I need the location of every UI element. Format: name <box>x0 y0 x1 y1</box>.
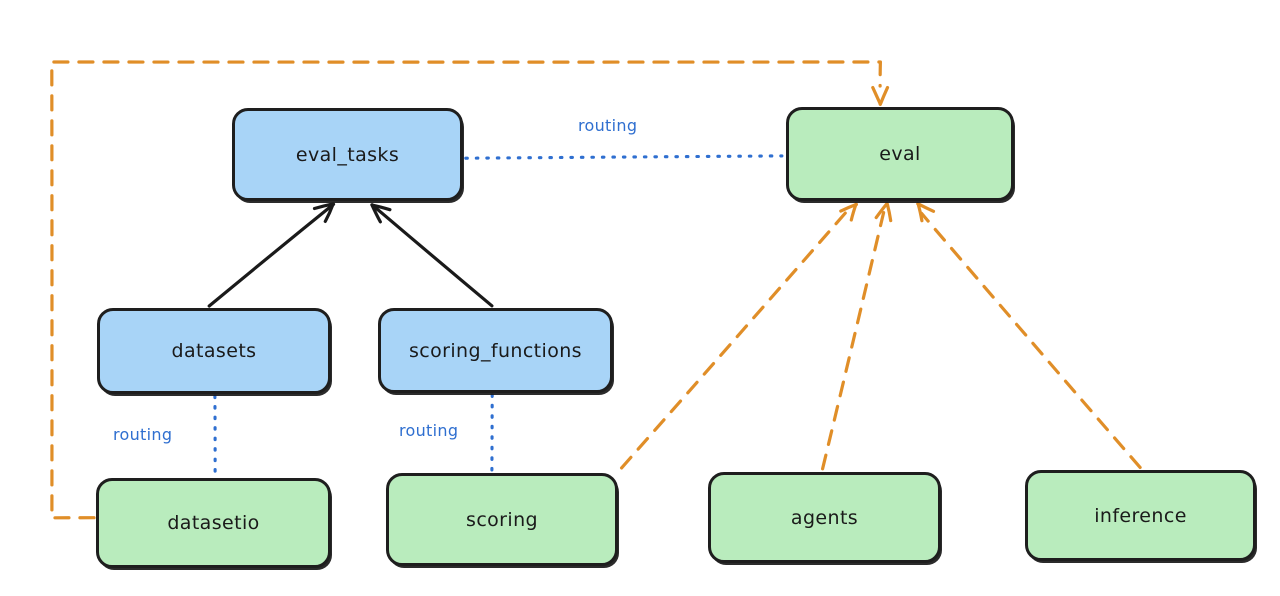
node-scoring_functions[interactable]: scoring_functions <box>378 308 613 393</box>
node-agents[interactable]: agents <box>708 472 941 563</box>
node-label-eval: eval <box>879 143 921 165</box>
node-label-eval_tasks: eval_tasks <box>295 143 400 166</box>
node-scoring[interactable]: scoring <box>386 473 618 566</box>
edge-eval_tasks-eval <box>464 154 784 160</box>
edge-label-routing-datasets: routing <box>113 425 173 444</box>
node-label-datasetio: datasetio <box>167 512 260 534</box>
arrow-scoring_functions-eval_tasks-barb-1 <box>370 203 382 224</box>
node-label-inference: inference <box>1094 504 1187 527</box>
edge-datasetio-eval <box>50 60 882 520</box>
arrow-datasetio-eval-barb-1 <box>878 86 890 106</box>
node-inference[interactable]: inference <box>1025 470 1256 561</box>
node-label-agents: agents <box>790 506 859 529</box>
node-eval[interactable]: eval <box>786 107 1014 201</box>
node-datasets[interactable]: datasets <box>97 308 331 394</box>
arrow-inference-eval-barb-1 <box>916 202 924 223</box>
arrow-scoring-eval-barb-1 <box>839 202 858 213</box>
node-label-scoring: scoring <box>466 508 538 531</box>
node-eval_tasks[interactable]: eval_tasks <box>232 108 463 201</box>
node-label-scoring_functions: scoring_functions <box>409 339 582 362</box>
edge-scoring-eval <box>620 211 848 470</box>
edge-datasets-eval_tasks <box>207 202 336 308</box>
node-label-datasets: datasets <box>171 340 257 362</box>
arrow-datasetio-eval-barb-0 <box>871 86 882 106</box>
arrow-agents-eval-barb-1 <box>874 202 889 220</box>
node-datasetio[interactable]: datasetio <box>96 478 331 568</box>
arrow-datasets-eval_tasks-barb-0 <box>323 202 335 223</box>
edge-agents-eval <box>821 211 886 471</box>
arrow-datasets-eval_tasks-barb-1 <box>312 202 335 211</box>
edge-inference-eval <box>920 211 1142 469</box>
edge-scoring_functions-eval_tasks <box>370 203 494 308</box>
edge-label-routing-eval-tasks: routing <box>578 116 638 135</box>
edge-label-routing-scoring-functions: routing <box>399 421 459 440</box>
arrow-agents-eval-barb-0 <box>885 202 893 223</box>
